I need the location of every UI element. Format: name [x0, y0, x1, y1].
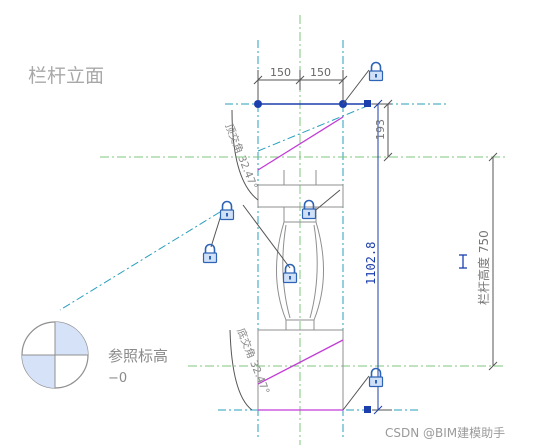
watermark: CSDN @BIM建模助手	[385, 426, 505, 440]
lock-icon[interactable]	[368, 367, 384, 388]
angle-arcs	[229, 109, 259, 411]
lock-icon[interactable]	[368, 61, 384, 82]
view-title: 栏杆立面	[28, 65, 104, 87]
top-angle-label: 顶交角 32.47°	[222, 121, 260, 191]
baluster-body	[257, 170, 344, 411]
level-name: 参照标高	[108, 347, 168, 365]
dim-rail-height[interactable]: 栏杆高度 750	[476, 230, 491, 305]
dim-width-right: 150	[310, 66, 331, 79]
lock-icon[interactable]	[301, 199, 317, 220]
lock-icon[interactable]	[219, 200, 235, 221]
dim-width-left: 150	[270, 66, 291, 79]
dim-top-offset: 193	[374, 119, 387, 140]
level-head-icon[interactable]	[21, 321, 89, 389]
angle-lines	[257, 116, 344, 411]
dimension-lines	[210, 69, 498, 415]
lock-icon[interactable]	[202, 243, 218, 264]
dim-total-height[interactable]: 1102.8	[364, 242, 378, 285]
bottom-angle-label: 底交角 32.47°	[234, 326, 272, 396]
text-cursor-icon	[459, 254, 467, 269]
level-value: −0	[108, 371, 127, 386]
